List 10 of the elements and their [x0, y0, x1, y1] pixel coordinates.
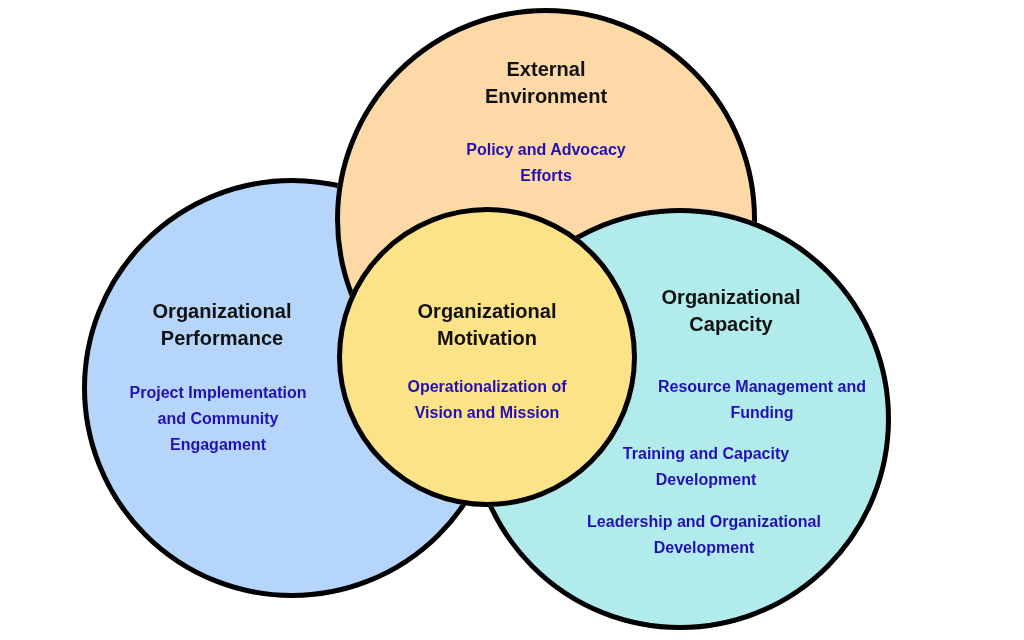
topic-label: Policy and Advocacy Efforts	[465, 140, 627, 186]
topic-label: Training and Capacity Development	[621, 444, 791, 490]
topic-label: Operationalization of Vision and Mission	[406, 377, 568, 423]
group-heading: External Environment	[483, 57, 609, 109]
topic-label: Leadership and Organizational Development	[586, 512, 822, 558]
group-heading: Organizational Motivation	[416, 299, 558, 351]
topic-label: Resource Management and Funding	[656, 377, 868, 423]
topic-label: Project Implementation and Community Engagament	[128, 383, 308, 455]
group-heading: Organizational Capacity	[660, 285, 802, 337]
group-heading: Organizational Performance	[151, 299, 293, 351]
